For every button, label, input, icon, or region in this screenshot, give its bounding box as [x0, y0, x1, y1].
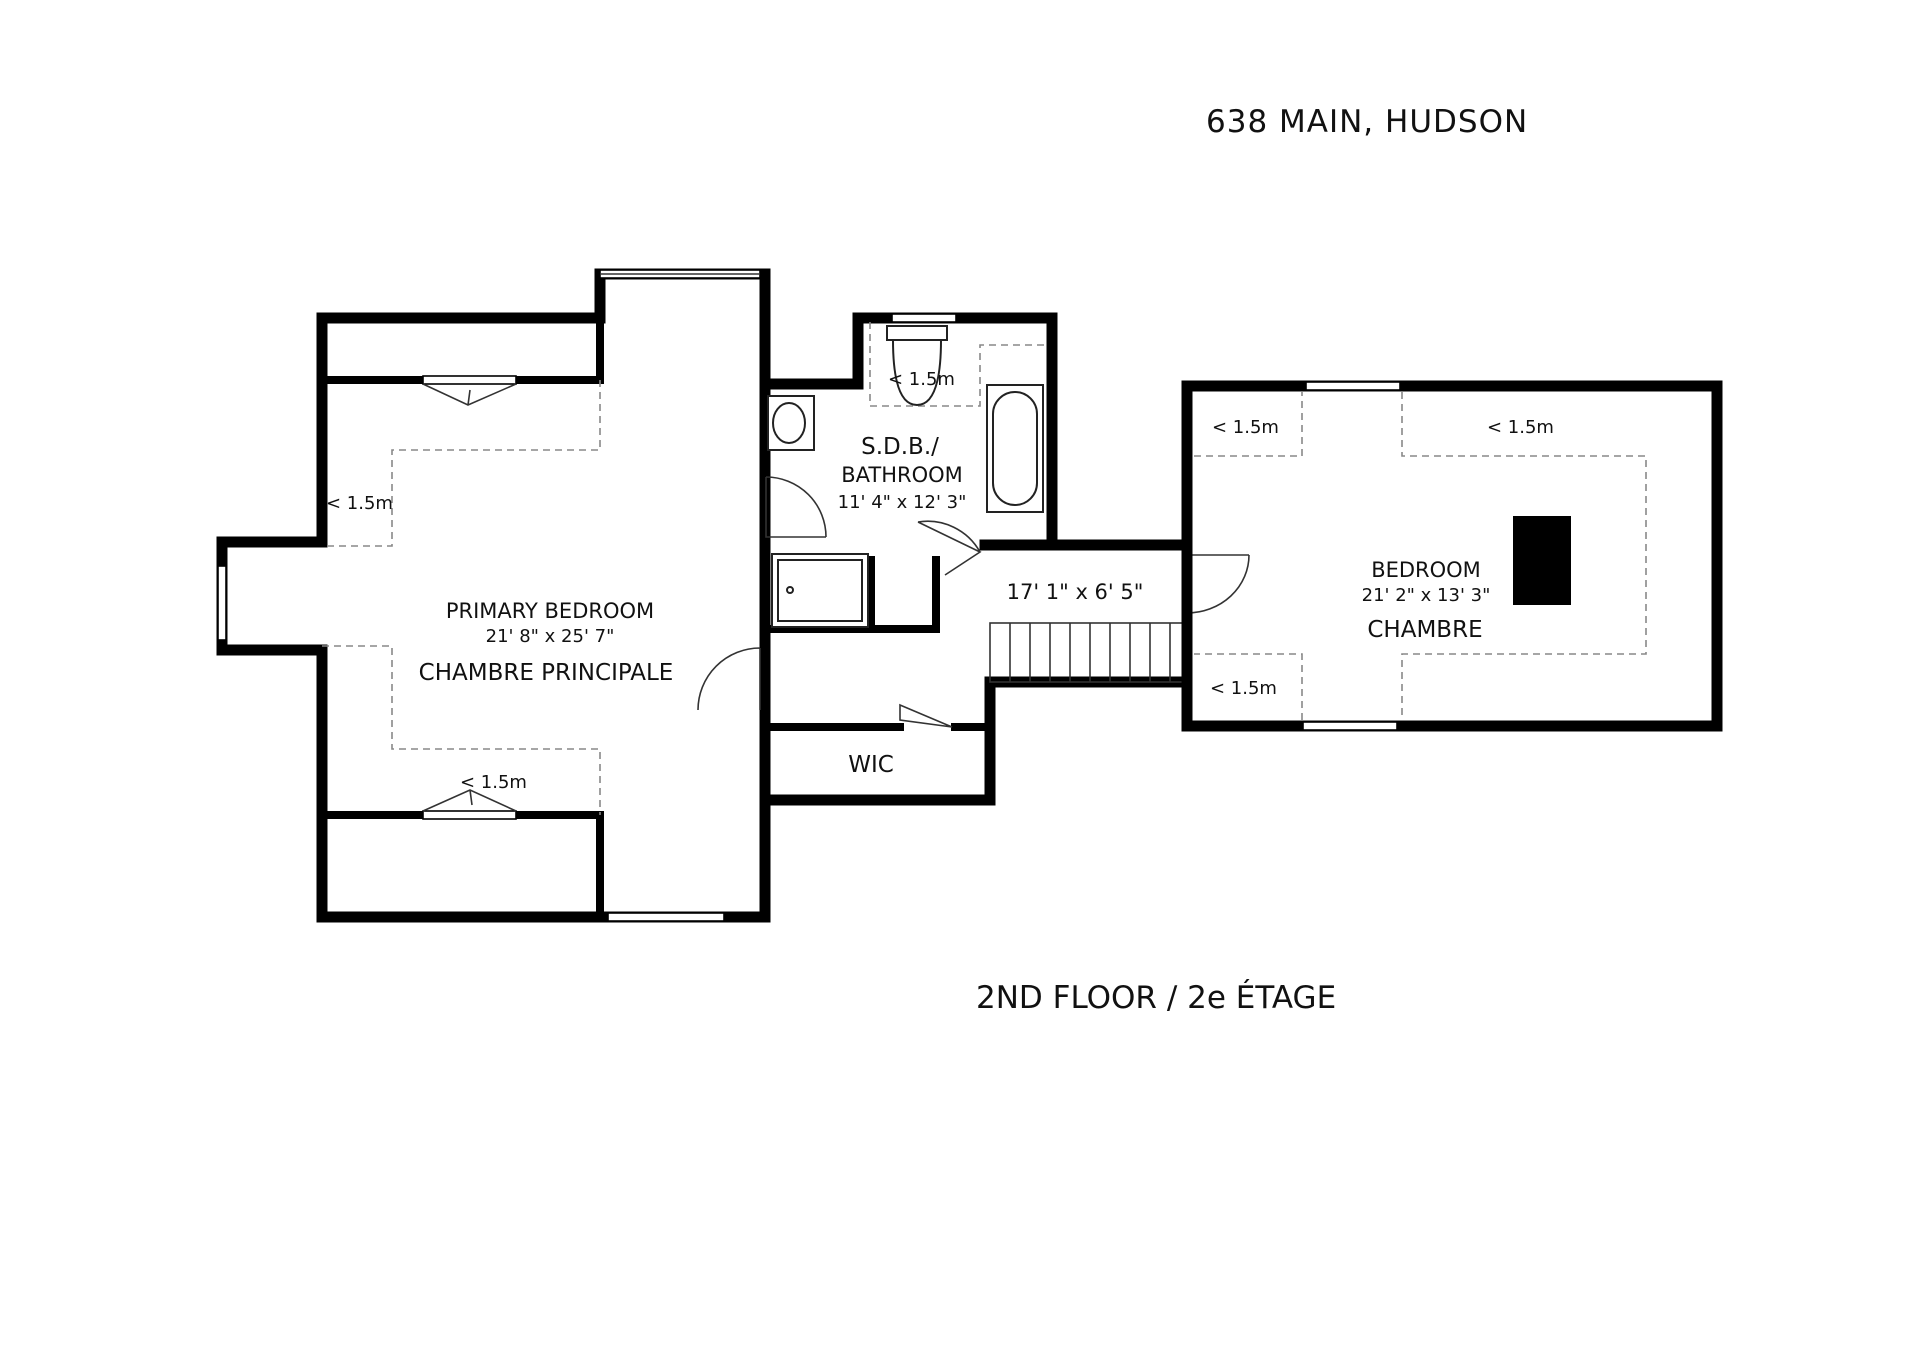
bath-low-ceiling-outline [869, 322, 1046, 407]
bedroom-name-fr: CHAMBRE [1367, 617, 1482, 643]
bathroom-window [891, 313, 957, 323]
toilet-bowl [891, 339, 943, 407]
sink-basin [772, 402, 806, 444]
hall-dims: 17' 1" x 6' 5" [1007, 580, 1144, 604]
bedroom-name: BEDROOM [1371, 558, 1481, 582]
primary-bedroom-name: PRIMARY BEDROOM [446, 599, 654, 623]
primary-bedroom-outer-wall [216, 268, 771, 923]
bedroom-door-swing [1186, 554, 1250, 614]
bedroom: BEDROOM 21' 2" x 13' 3" CHAMBRE < 1.5m <… [1181, 380, 1723, 732]
primary-bedroom-name-fr: CHAMBRE PRINCIPALE [419, 660, 674, 686]
bathroom-dims: 11' 4" x 12' 3" [838, 492, 967, 513]
primary-bottom-window [607, 912, 725, 922]
bathroom: S.D.B./ BATHROOM 11' 4" x 12' 3" < 1.5m [759, 312, 1058, 633]
bed-ceiling-note-top-right: < 1.5m [1487, 417, 1554, 438]
toilet-tank [886, 325, 948, 341]
primary-ceiling-note-left: < 1.5m [326, 493, 393, 514]
bedroom-top-window [1305, 381, 1401, 391]
bath-ceiling-note: < 1.5m [888, 369, 955, 390]
address-title: 638 MAIN, HUDSON [1206, 104, 1528, 140]
lower-closet-door-swing [422, 789, 517, 812]
wic-outer-wall [759, 676, 996, 806]
bath-entry-door-swing [917, 520, 982, 576]
bathtub-inner [992, 391, 1038, 506]
primary-bedroom-dims: 21' 8" x 25' 7" [486, 626, 615, 647]
bed-ceiling-note-bottom-left: < 1.5m [1210, 678, 1277, 699]
upper-closet-door [422, 375, 517, 385]
primary-low-ceiling-outline [322, 380, 601, 815]
shower-drain [786, 586, 794, 594]
primary-bedroom: PRIMARY BEDROOM 21' 8" x 25' 7" CHAMBRE … [216, 268, 771, 923]
primary-ceiling-note-bottom: < 1.5m [460, 772, 527, 793]
staircase [989, 622, 1188, 683]
upper-closet-door-swing [422, 383, 517, 406]
primary-left-window [217, 565, 227, 641]
bedroom-dims: 21' 2" x 13' 3" [1362, 585, 1491, 606]
bathroom-name-fr: S.D.B./ [861, 434, 939, 460]
wic-door [899, 703, 953, 728]
floor-label: 2ND FLOOR / 2e ÉTAGE [976, 980, 1336, 1016]
lower-closet-door [422, 810, 517, 820]
bed-ceiling-note-top-left: < 1.5m [1212, 417, 1279, 438]
bedroom-bottom-window [1302, 721, 1398, 731]
stair-treads [1009, 623, 1171, 682]
wic-label: WIC [848, 752, 894, 778]
primary-door-swing [697, 647, 761, 711]
bathroom-name: BATHROOM [841, 463, 963, 487]
hall: 17' 1" x 6' 5" WIC [759, 539, 1250, 806]
bedroom-low-ceiling-outline [1194, 392, 1647, 720]
bath-left-door-swing [765, 476, 827, 538]
chimney [1513, 516, 1571, 605]
bedroom-outer-wall [1181, 380, 1723, 732]
